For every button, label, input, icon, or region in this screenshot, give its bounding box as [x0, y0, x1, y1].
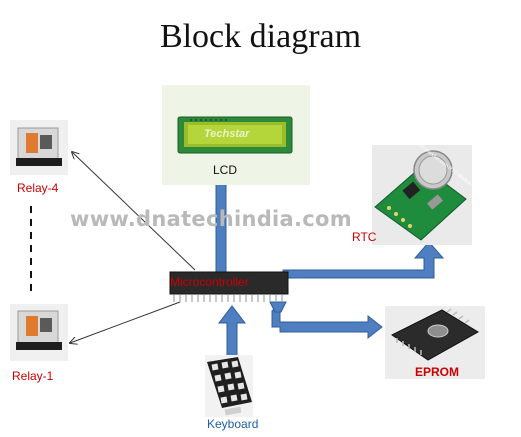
- watermark: www.dnatechindia.com: [70, 207, 352, 231]
- keypad: [205, 355, 253, 417]
- connection-arrows: [205, 149, 445, 357]
- arrow-to-relay-4: [72, 152, 196, 271]
- arrow-to-relay-1: [70, 301, 181, 343]
- lcd-module: [162, 85, 310, 185]
- arrow-mcu-eprom-up: [269, 301, 287, 313]
- arrow-keyboard-to-mcu: [217, 305, 247, 357]
- microcontroller-chip: [169, 271, 289, 302]
- eprom-chip: [385, 306, 485, 379]
- mcu-label: Microcontroller: [170, 275, 249, 289]
- rtc-module: [372, 145, 472, 245]
- lcd-screen-text: Techstar: [204, 128, 250, 140]
- keyboard-label: Keyboard: [207, 417, 259, 431]
- page-title: Block diagram: [159, 18, 362, 55]
- relay-4-image: [10, 120, 68, 175]
- eprom-label: EPROM: [415, 365, 460, 379]
- relay-1-label: Relay-1: [12, 369, 54, 383]
- arrow-mcu-eprom: [271, 301, 383, 340]
- lcd-screen: [188, 125, 282, 144]
- relay-1-image: [10, 304, 68, 361]
- relay-4-label: Relay-4: [17, 181, 59, 195]
- lcd-label: LCD: [213, 163, 238, 177]
- arrow-mcu-to-rtc: [282, 241, 445, 279]
- rtc-label: RTC: [352, 230, 377, 244]
